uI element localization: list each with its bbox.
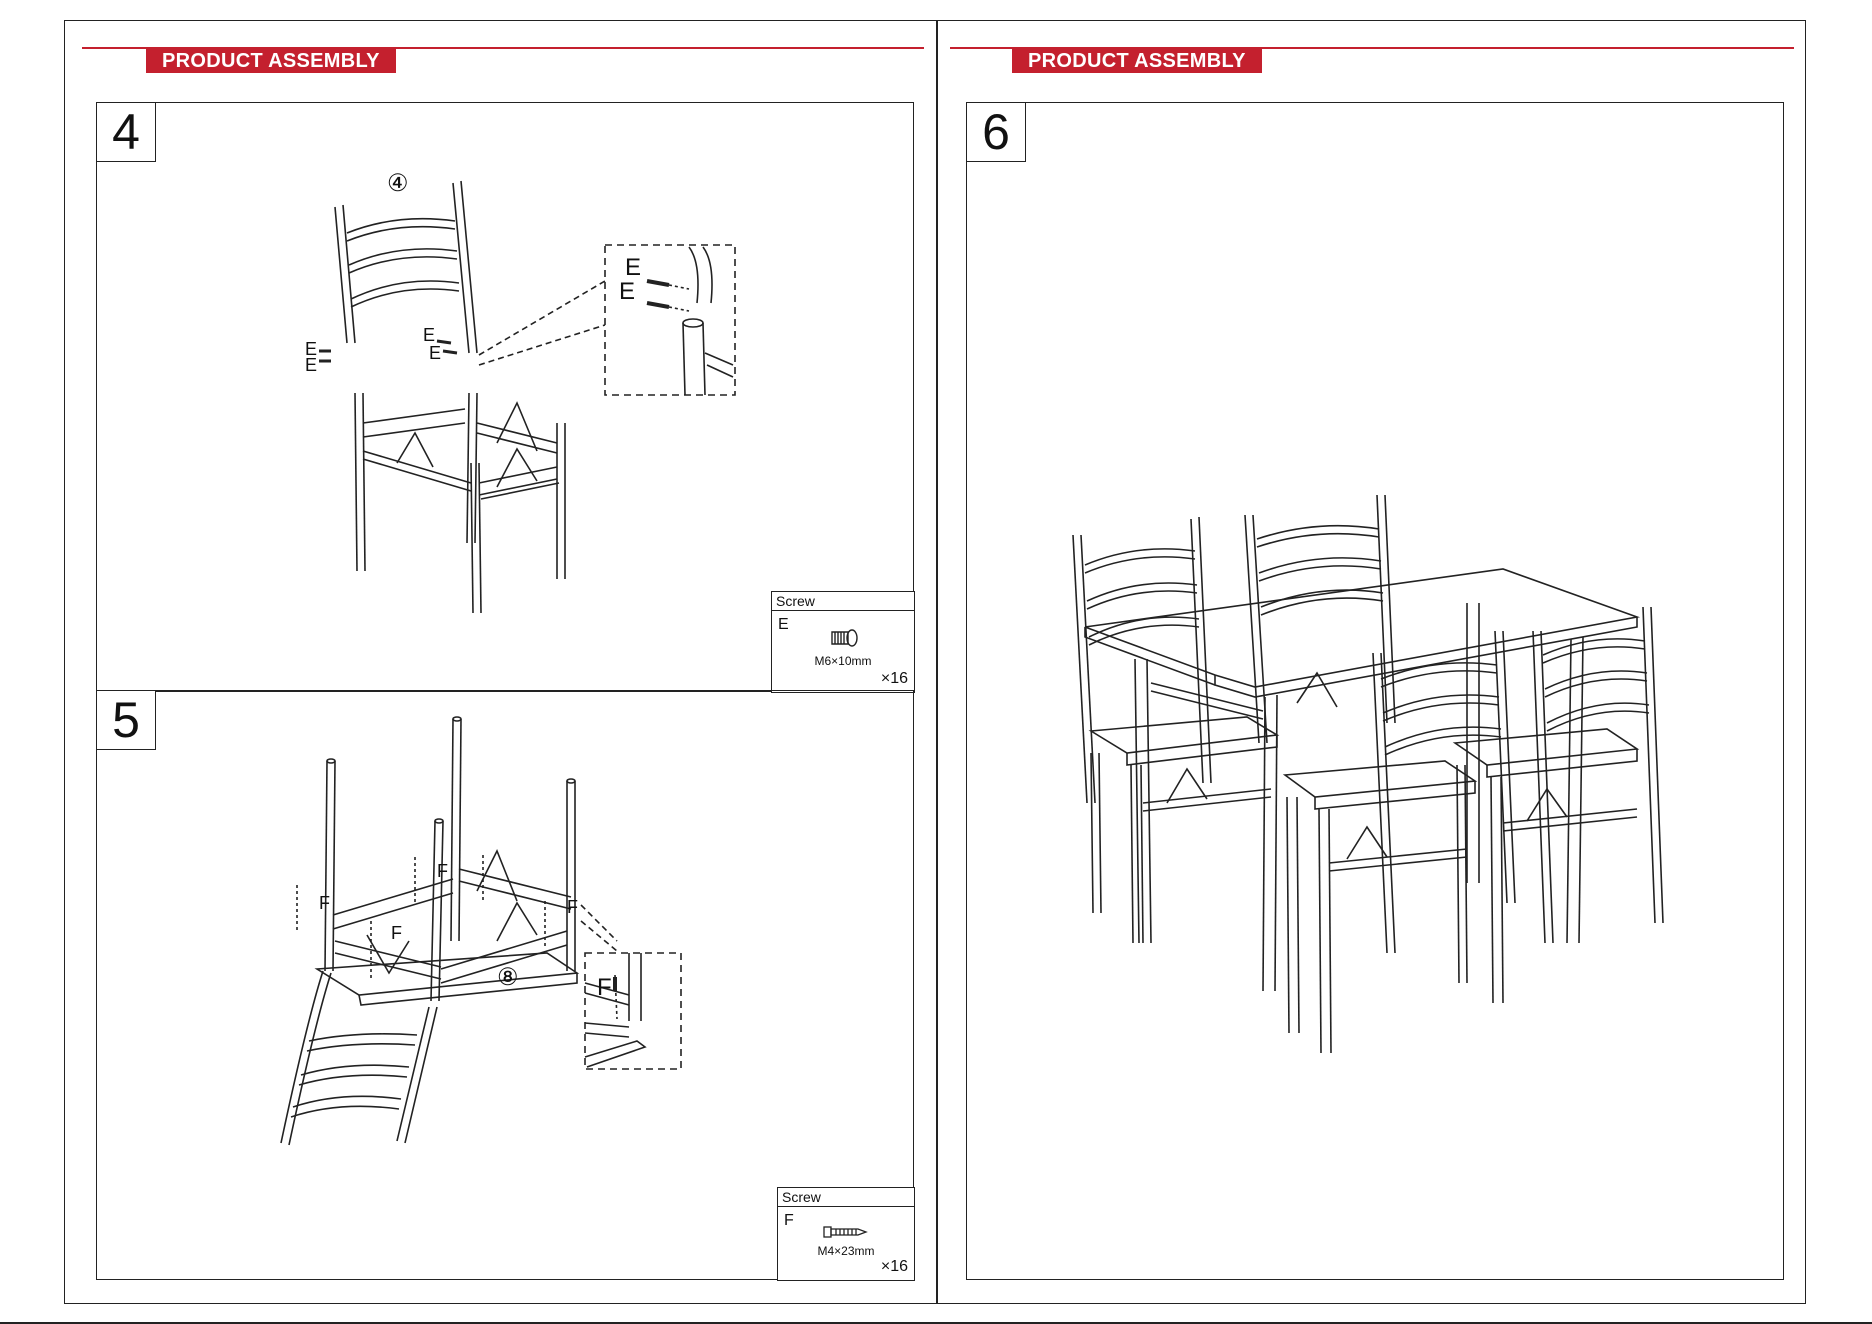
step-6-panel: 6 xyxy=(966,102,1784,1280)
step-5-legend-qty: ×16 xyxy=(881,1258,908,1276)
right-header-title: PRODUCT ASSEMBLY xyxy=(1012,49,1262,73)
step-4-panel: 4 xyxy=(96,102,914,692)
step-4-legend-letter: E xyxy=(778,616,789,634)
step-4-label-e4: E xyxy=(305,355,317,375)
step-5-label-f3: F xyxy=(391,923,402,943)
step-5-legend-title: Screw xyxy=(778,1188,914,1207)
step-5-legend: Screw F M4×23mm ×16 xyxy=(777,1187,915,1281)
screw-f-icon xyxy=(822,1224,868,1240)
step-5-legend-size: M4×23mm xyxy=(778,1244,914,1258)
step-5-panel: 5 xyxy=(96,690,914,1280)
step-5-label-f4: F xyxy=(567,897,578,917)
step-4-label-e5: E xyxy=(423,325,435,345)
step-4-callout: ④ xyxy=(387,170,409,197)
step-4-legend: Screw E M6×10mm ×16 xyxy=(771,591,915,693)
left-header-title: PRODUCT ASSEMBLY xyxy=(146,49,396,73)
screw-e-icon xyxy=(830,628,860,648)
step-5-legend-letter: F xyxy=(784,1212,794,1230)
step-4-legend-size: M6×10mm xyxy=(772,654,914,668)
step-4-label-e2: E xyxy=(619,278,635,305)
step-5-label-f5: F xyxy=(597,974,612,1001)
step-5-label-f2: F xyxy=(437,861,448,881)
step-4-label-e1: E xyxy=(625,254,641,281)
step-4-legend-qty: ×16 xyxy=(881,670,908,688)
step-4-label-e6: E xyxy=(429,343,441,363)
step-5-label-f1: F xyxy=(319,893,330,913)
step-4-legend-title: Screw xyxy=(772,592,914,611)
step-5-callout: ⑧ xyxy=(497,964,519,991)
step-6-dining-set-illustration xyxy=(967,103,1785,1281)
